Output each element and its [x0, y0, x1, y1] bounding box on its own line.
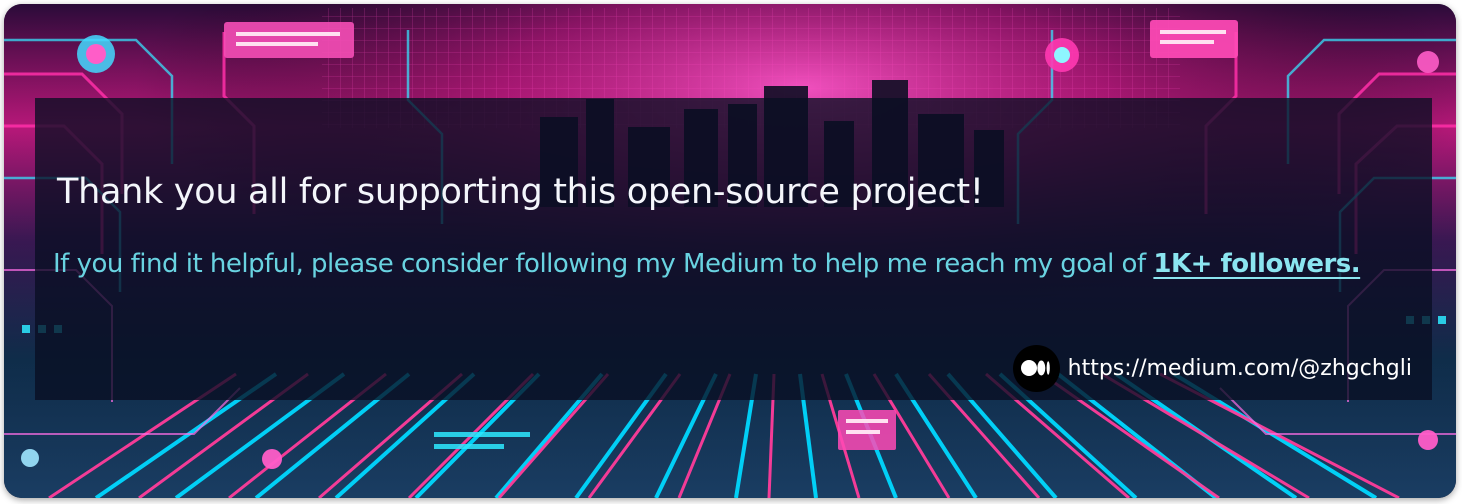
medium-profile-link[interactable]: https://medium.com/@zhgchgli [1012, 344, 1412, 392]
message-panel: Thank you all for supporting this open-s… [35, 98, 1432, 400]
support-message-text: If you find it helpful, please consider … [53, 249, 1154, 279]
follower-goal: 1K+ followers. [1153, 249, 1361, 279]
support-message: If you find it helpful, please consider … [53, 239, 1413, 290]
support-banner: Thank you all for supporting this open-s… [4, 4, 1456, 498]
medium-logo-icon [1012, 344, 1060, 392]
headline: Thank you all for supporting this open-s… [57, 172, 984, 212]
medium-profile-url[interactable]: https://medium.com/@zhgchgli [1067, 355, 1412, 381]
